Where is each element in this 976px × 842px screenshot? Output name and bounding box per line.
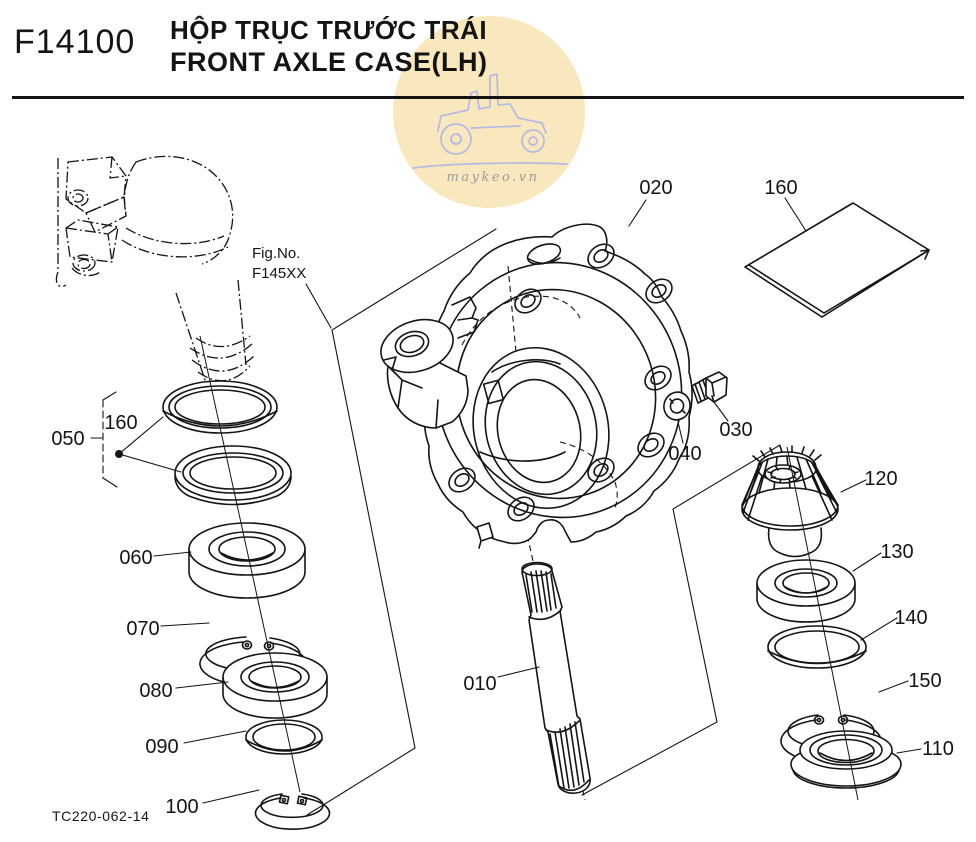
part-label-090[interactable]: 090 — [145, 736, 178, 758]
part-label-070[interactable]: 070 — [126, 618, 159, 640]
part-label-110[interactable]: 110 — [922, 738, 954, 760]
part-label-160-left[interactable]: 160 — [104, 412, 137, 434]
leader-lines — [90, 197, 922, 804]
bearing-060-drawing — [188, 522, 306, 599]
part-label-050[interactable]: 050 — [51, 428, 84, 450]
group-boundary — [306, 228, 781, 816]
snap-ring-100-drawing — [254, 793, 331, 831]
bolt-holes — [448, 243, 673, 522]
axle-shaft-010-drawing — [521, 561, 591, 794]
part-label-160-right[interactable]: 160 — [764, 177, 797, 199]
header: F14100 HỘP TRỤC TRƯỚC TRÁI FRONT AXLE CA… — [12, 15, 964, 99]
collar-110-drawing — [790, 730, 902, 789]
watermark-circle — [393, 16, 585, 208]
part-label-100[interactable]: 100 — [165, 796, 198, 818]
figure-reference-code: F145XX — [252, 265, 306, 282]
ring-090-drawing — [245, 719, 323, 755]
bearing-080-drawing — [222, 652, 328, 719]
tractor-icon — [412, 73, 568, 169]
washer-040-drawing — [663, 391, 691, 421]
drawing-code: TC220-062-14 — [52, 808, 149, 824]
part-label-060[interactable]: 060 — [119, 547, 152, 569]
plug-030-drawing — [691, 371, 728, 404]
part-label-080[interactable]: 080 — [139, 680, 172, 702]
part-label-040[interactable]: 040 — [668, 443, 701, 465]
bearing-130-drawing — [756, 559, 856, 623]
header-rule — [12, 96, 964, 99]
part-label-130[interactable]: 130 — [880, 541, 913, 563]
left-column-axis — [199, 335, 301, 793]
part-labels: 020 160 030 040 120 130 140 150 110 010 … — [51, 177, 954, 818]
part-label-010[interactable]: 010 — [463, 673, 496, 695]
part-label-150[interactable]: 150 — [908, 670, 941, 692]
title-vietnamese: HỘP TRỤC TRƯỚC TRÁI — [170, 15, 487, 45]
part-label-120[interactable]: 120 — [864, 468, 897, 490]
axle-case-020-drawing — [423, 223, 693, 549]
title-english: FRONT AXLE CASE(LH) — [170, 47, 487, 77]
part-label-030[interactable]: 030 — [719, 419, 752, 441]
watermark: maykeo.vn — [393, 16, 585, 208]
figure-reference-label: Fig.No. — [252, 245, 300, 262]
watermark-text: maykeo.vn — [447, 170, 540, 185]
part-label-140[interactable]: 140 — [894, 607, 927, 629]
seal-160b-drawing — [174, 445, 292, 506]
ring-140-drawing — [767, 625, 867, 669]
steering-arm-drawing — [380, 318, 469, 429]
knuckle-assembly-phantom — [55, 155, 255, 384]
figure-code: F14100 — [14, 23, 135, 61]
figure-reference: Fig.No. F145XX — [252, 245, 306, 282]
right-column-axis — [786, 446, 859, 801]
part-label-020[interactable]: 020 — [639, 177, 672, 199]
gasket-sheet-160-drawing — [744, 202, 930, 318]
